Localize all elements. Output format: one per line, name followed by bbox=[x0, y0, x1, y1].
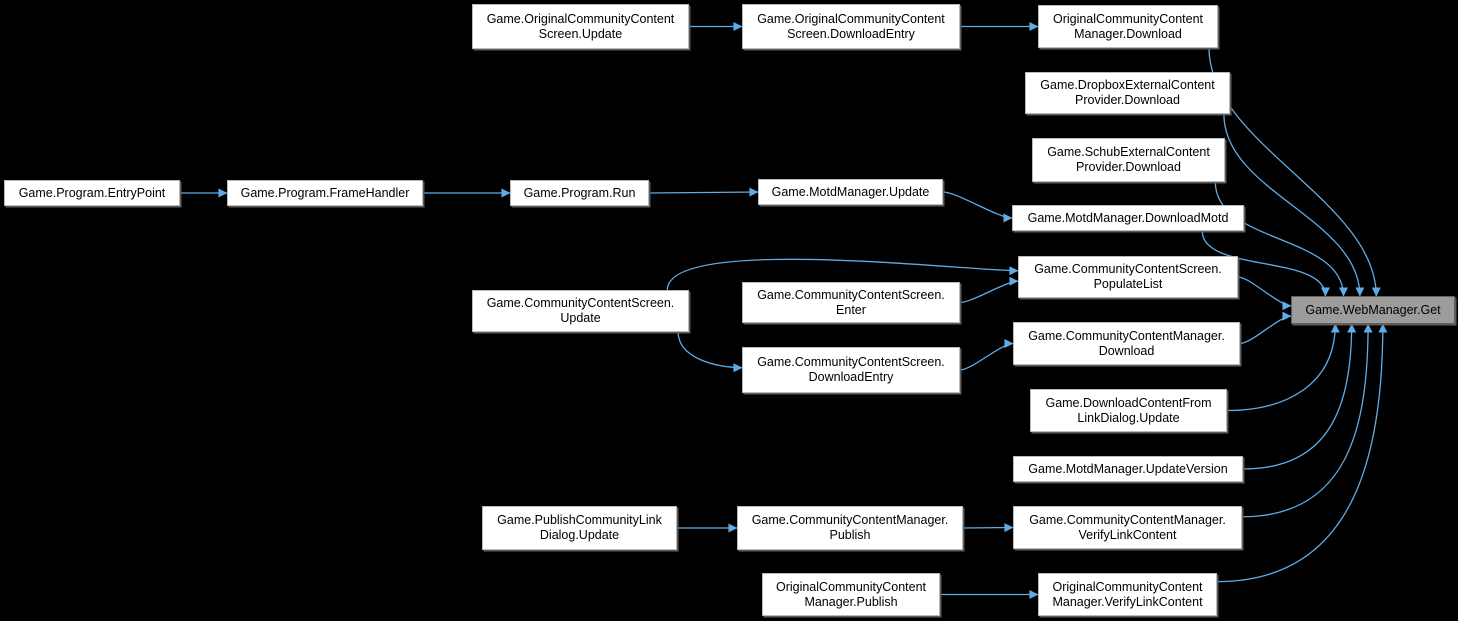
graph-edge-dropbox-download--webmanager-get bbox=[1223, 113, 1365, 297]
graph-node-label: Game.PublishCommunityLink bbox=[497, 513, 662, 527]
graph-node-label: Update bbox=[560, 311, 601, 325]
graph-node-ccscreen-enter[interactable]: Game.CommunityContentScreen.Enter bbox=[742, 282, 960, 323]
graph-node-label: Game.CommunityContentManager. bbox=[1029, 512, 1226, 527]
graph-node-label: Screen.Update bbox=[538, 26, 623, 41]
graph-node-label: OriginalCommunityContent bbox=[775, 579, 927, 594]
graph-edge-ccscreen-populatelist--webmanager-get bbox=[1237, 276, 1292, 311]
graph-node-ccmanager-publish[interactable]: Game.CommunityContentManager.Publish bbox=[737, 506, 963, 550]
graph-edge-ccmanager-publish--ccmanager-verifylinkcontent bbox=[962, 523, 1014, 533]
graph-node-label: Manager.Publish bbox=[804, 594, 898, 609]
graph-node-label: Game.MotdManager.UpdateVersion bbox=[1028, 461, 1228, 476]
graph-node-label: Game.DownloadContentFrom bbox=[1045, 395, 1212, 410]
graph-node-label: Game.MotdManager.DownloadMotd bbox=[1027, 210, 1229, 225]
graph-node-label: Download bbox=[1098, 343, 1155, 358]
graph-node-label: LinkDialog.Update bbox=[1077, 410, 1180, 425]
graph-node-label: Manager.Download bbox=[1074, 26, 1182, 41]
graph-node-ccmanager-download[interactable]: Game.CommunityContentManager.Download bbox=[1013, 322, 1240, 365]
graph-node-ccscreen-update[interactable]: Game.CommunityContentScreen.Update bbox=[472, 290, 689, 332]
graph-node-label: DownloadEntry bbox=[808, 370, 894, 384]
graph-node-label: Game.WebManager.Get bbox=[1305, 302, 1441, 317]
graph-node-label: VerifyLinkContent bbox=[1078, 527, 1177, 542]
graph-node-ccmanager-verifylinkcontent[interactable]: Game.CommunityContentManager.VerifyLinkC… bbox=[1013, 506, 1242, 549]
graph-node-program-entrypoint[interactable]: Game.Program.EntryPoint bbox=[4, 180, 180, 206]
graph-node-label: Game.DropboxExternalContent bbox=[1040, 78, 1215, 92]
graph-edge-ccscreen-downloadentry--ccmanager-download bbox=[959, 339, 1014, 371]
graph-node-program-run[interactable]: Game.Program.Run bbox=[510, 180, 649, 206]
graph-node-label: Dialog.Update bbox=[539, 528, 620, 542]
graph-node-label: Game.Program.FrameHandler bbox=[240, 185, 410, 200]
graph-edge-ccscreen-update--ccscreen-populatelist bbox=[666, 258, 1019, 291]
graph-edge-downloadcontentfromlink-update--webmanager-get bbox=[1226, 323, 1340, 412]
graph-node-label: Game.CommunityContentScreen. bbox=[486, 296, 675, 310]
graph-node-label: Provider.Download bbox=[1076, 160, 1181, 174]
graph-node-label: Game.CommunityContentScreen. bbox=[757, 355, 945, 369]
graph-node-label: OriginalCommunityContent bbox=[1052, 11, 1204, 26]
graph-node-label: PopulateList bbox=[1093, 277, 1163, 291]
graph-node-label: Enter bbox=[836, 302, 866, 317]
graph-edge-schub-download--webmanager-get bbox=[1214, 181, 1348, 297]
graph-edge-ccscreen-update--ccscreen-downloadentry bbox=[677, 331, 743, 373]
graph-node-label: Game.OriginalCommunityContent bbox=[486, 11, 675, 26]
graph-node-program-framehandler[interactable]: Game.Program.FrameHandler bbox=[227, 180, 423, 206]
graph-node-motdmanager-update[interactable]: Game.MotdManager.Update bbox=[758, 179, 943, 205]
graph-node-label: Game.CommunityContentManager. bbox=[1028, 328, 1225, 343]
graph-node-label: Game.CommunityContentManager. bbox=[751, 513, 949, 527]
graph-node-label: Game.OriginalCommunityContent bbox=[757, 11, 945, 26]
graph-node-label: OriginalCommunityContent bbox=[1052, 579, 1203, 594]
graph-edge-motdmanager-update--motdmanager-downloadmotd bbox=[942, 191, 1013, 223]
graph-node-ccscreen-populatelist[interactable]: Game.CommunityContentScreen.PopulateList bbox=[1018, 256, 1238, 298]
graph-edge-motdmanager-updateversion--webmanager-get bbox=[1242, 323, 1357, 470]
graph-node-label: Game.Program.Run bbox=[523, 185, 636, 200]
graph-node-motdmanager-downloadmotd[interactable]: Game.MotdManager.DownloadMotd bbox=[1012, 205, 1244, 231]
graph-node-label: Screen.DownloadEntry bbox=[787, 26, 915, 41]
graph-node-label: Manager.VerifyLinkContent bbox=[1052, 594, 1203, 609]
graph-node-label: Publish bbox=[829, 528, 871, 542]
graph-edge-ccmanager-download--webmanager-get bbox=[1239, 311, 1292, 345]
graph-node-label: Game.Program.EntryPoint bbox=[18, 185, 166, 200]
graph-node-ccscreen-downloadentry[interactable]: Game.CommunityContentScreen.DownloadEntr… bbox=[742, 347, 960, 393]
graph-node-motdmanager-updateversion[interactable]: Game.MotdManager.UpdateVersion bbox=[1013, 456, 1243, 482]
graph-node-label: Provider.Download bbox=[1075, 93, 1180, 107]
graph-edge-program-run--motdmanager-update bbox=[648, 187, 759, 197]
graph-edge-ccscreen-enter--ccscreen-populatelist bbox=[959, 276, 1019, 304]
graph-edge-ccmanager-verifylinkcontent--webmanager-get bbox=[1241, 323, 1373, 518]
graph-node-webmanager-get: Game.WebManager.Get bbox=[1291, 296, 1455, 324]
graph-node-label: Game.CommunityContentScreen. bbox=[1034, 262, 1222, 276]
graph-node-label: Game.MotdManager.Update bbox=[771, 184, 930, 199]
graph-node-label: Game.SchubExternalContent bbox=[1047, 145, 1210, 159]
graph-edge-motdmanager-downloadmotd--webmanager-get bbox=[1201, 230, 1330, 297]
graph-node-label: Game.CommunityContentScreen. bbox=[757, 287, 945, 302]
graph-edge-origmanager-verifylinkcontent--webmanager-get bbox=[1216, 323, 1388, 583]
